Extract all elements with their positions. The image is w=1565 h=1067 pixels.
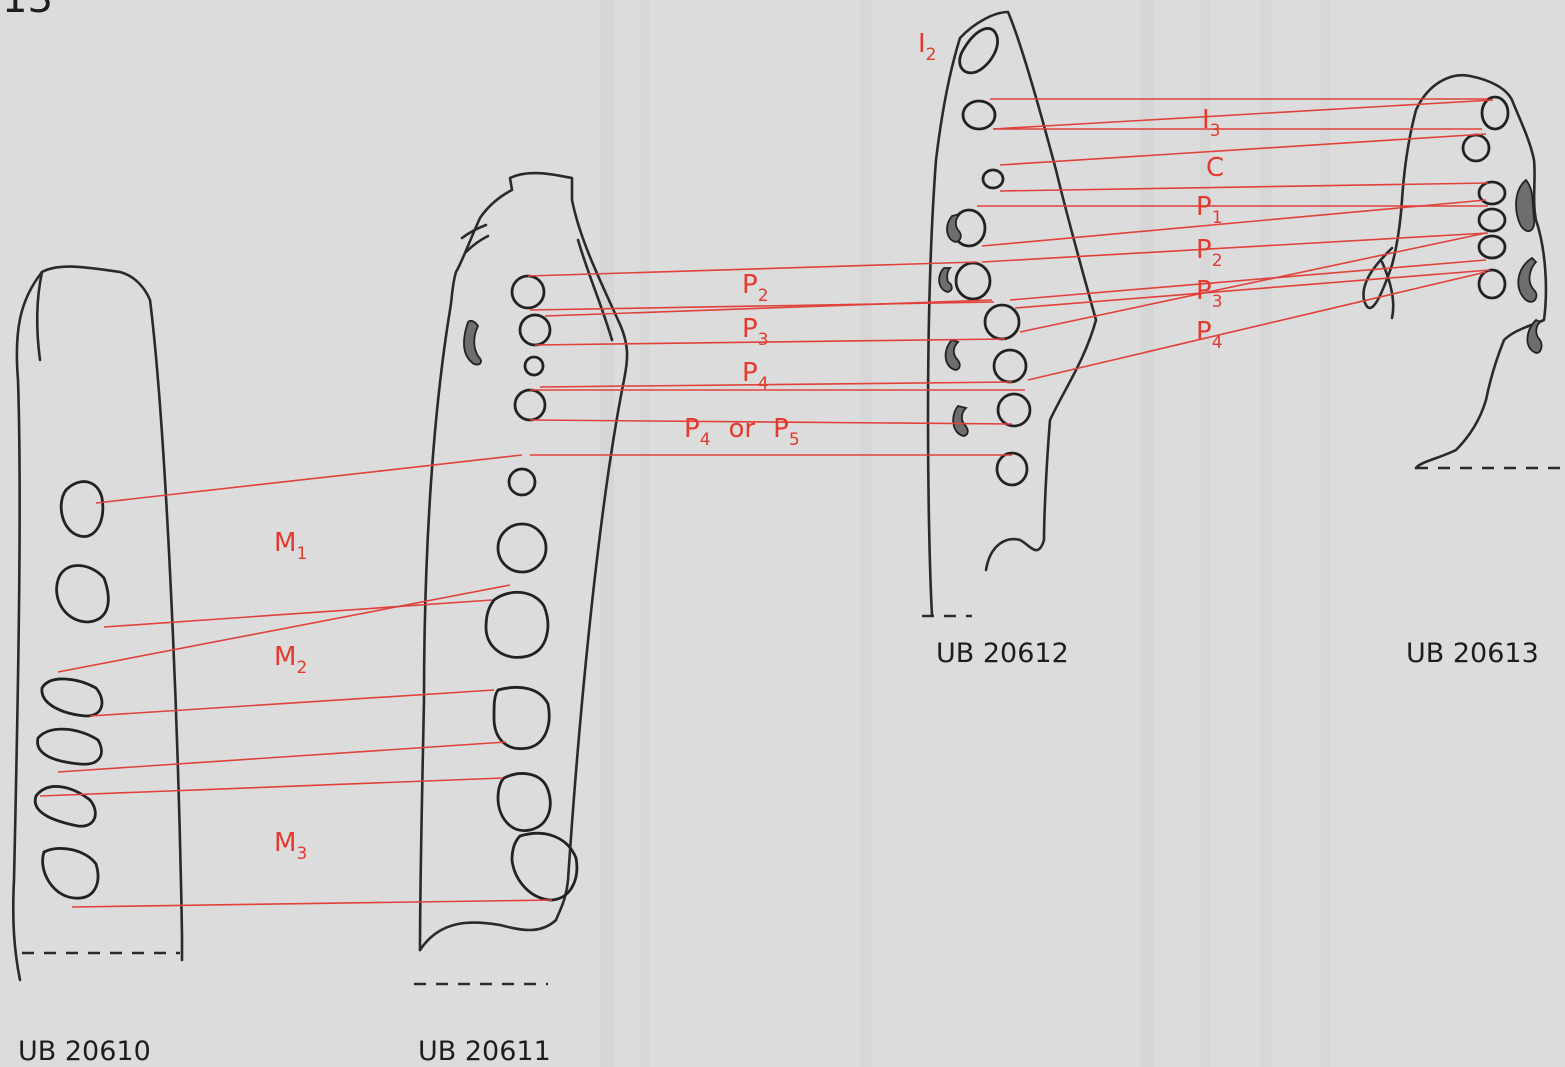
specimen-captions: UB 20610 UB 20611 UB 20612 UB 20613 bbox=[18, 638, 1539, 1067]
label-m1: M1 bbox=[274, 528, 307, 564]
caption-ub20613: UB 20613 bbox=[1406, 638, 1539, 669]
caption-ub20612: UB 20612 bbox=[936, 638, 1069, 669]
figure-number: 13 bbox=[2, 0, 53, 22]
label-p3-mid: P3 bbox=[742, 314, 769, 350]
caption-ub20610: UB 20610 bbox=[18, 1036, 151, 1067]
specimen-ub20613-sockets bbox=[1463, 97, 1508, 298]
specimen-ub20611-drawing bbox=[414, 173, 627, 984]
label-c: C bbox=[1206, 153, 1224, 183]
specimen-ub20612-drawing bbox=[922, 12, 1096, 616]
homology-links bbox=[40, 99, 1493, 907]
label-m3: M3 bbox=[274, 828, 307, 864]
label-p4-mid: P4 bbox=[742, 358, 769, 394]
label-m2: M2 bbox=[274, 642, 307, 678]
caption-ub20611: UB 20611 bbox=[418, 1036, 551, 1067]
label-i2: I2 bbox=[918, 29, 937, 65]
label-p2-mid: P2 bbox=[742, 270, 769, 306]
specimen-ub20610-sockets bbox=[35, 482, 108, 899]
specimen-ub20611-sockets bbox=[486, 276, 577, 900]
